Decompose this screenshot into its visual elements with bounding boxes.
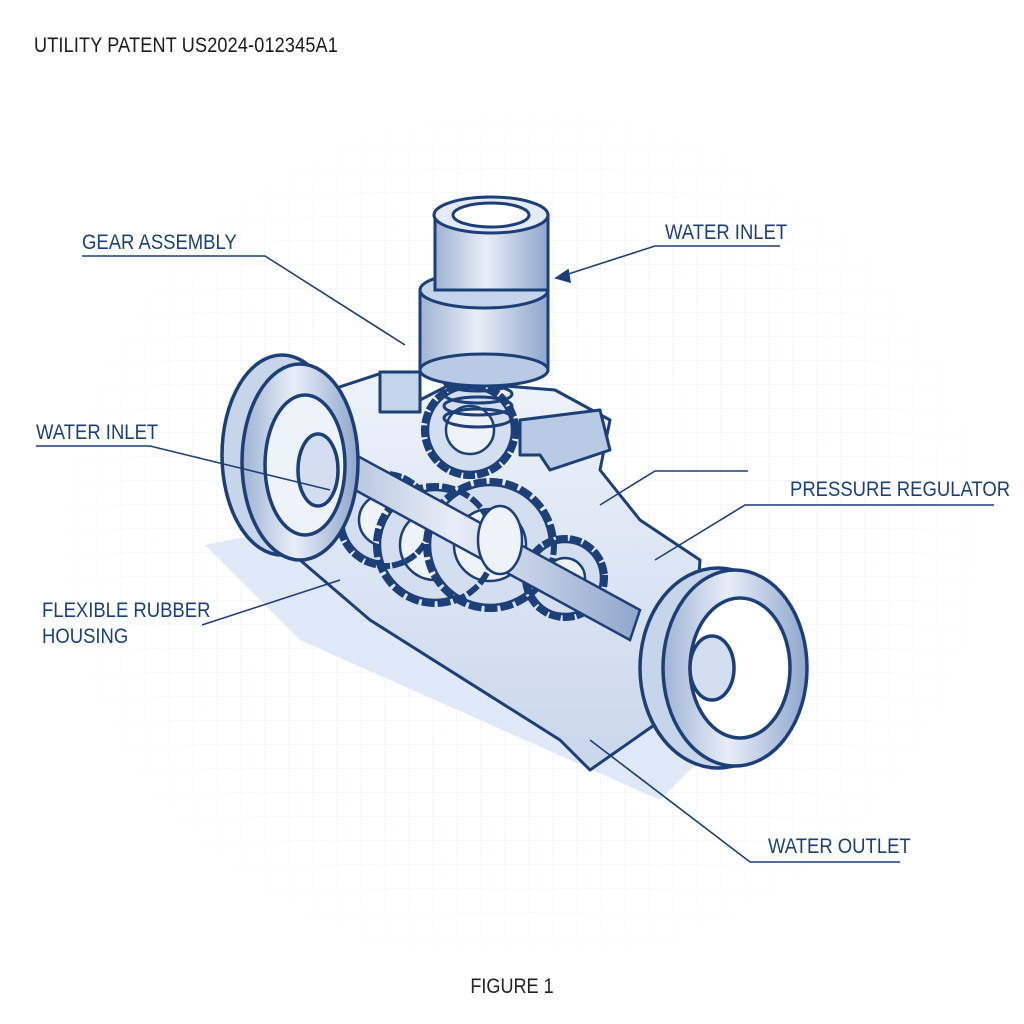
callout-water-inlet-top: WATER INLET xyxy=(665,221,788,244)
right-end-cap xyxy=(638,566,809,770)
leader-rubber-housing xyxy=(201,579,341,626)
top-inlet-stem xyxy=(418,195,550,388)
leader-gear-assembly xyxy=(82,255,406,346)
callout-flexible-rubber-housing: FLEXIBLE RUBBER HOUSING xyxy=(42,599,211,648)
callout-gear-assembly: GEAR ASSEMBLY xyxy=(82,231,237,254)
leader-water-outlet xyxy=(589,739,900,863)
figure-caption: FIGURE 1 xyxy=(470,975,554,998)
callout-water-outlet: WATER OUTLET xyxy=(768,835,911,858)
leader-pressure-regulator xyxy=(654,504,994,561)
leader-water-inlet-top xyxy=(555,245,780,279)
leader-water-inlet-left xyxy=(36,445,331,491)
callout-water-inlet-left: WATER INLET xyxy=(36,421,159,444)
leader-lines xyxy=(36,245,994,863)
leader-pressure-regulator-2 xyxy=(599,470,748,506)
callout-pressure-regulator: PRESSURE REGULATOR xyxy=(790,478,1011,501)
left-end-cap xyxy=(220,353,360,562)
patent-number-header: UTILITY PATENT US2024-012345A1 xyxy=(34,34,338,57)
